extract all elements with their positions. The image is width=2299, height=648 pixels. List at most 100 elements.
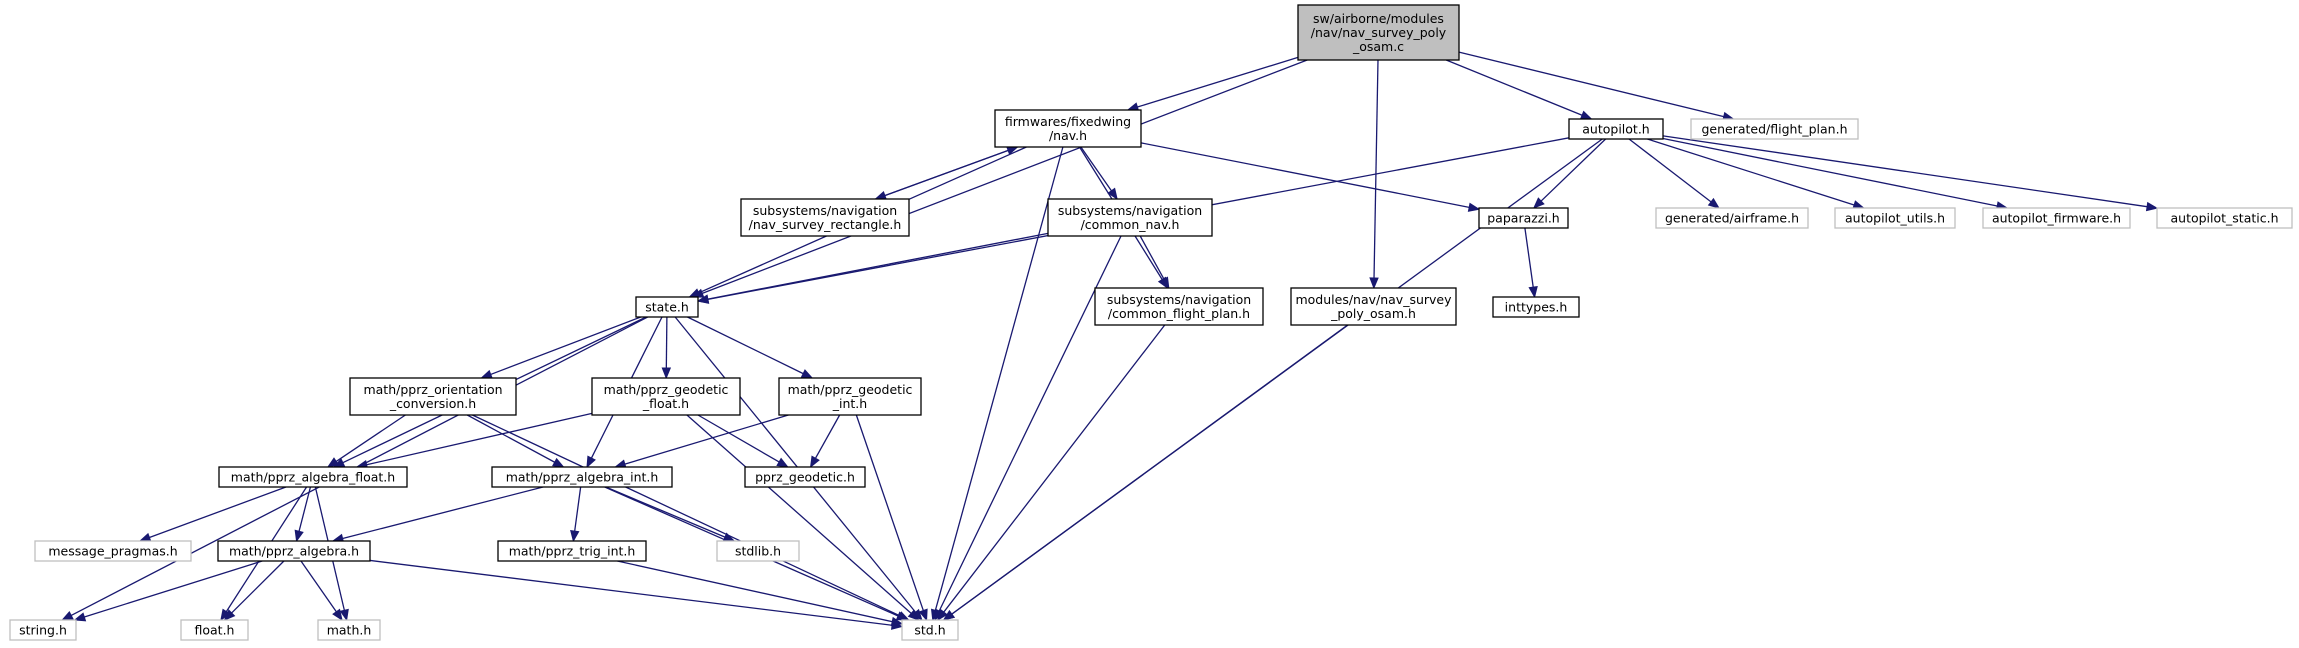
node-box	[1690, 118, 1859, 140]
node-label: math/pprz_geodetic	[604, 382, 729, 397]
edge-arrowhead	[586, 455, 596, 469]
edge-arrowhead	[220, 608, 231, 622]
edge-line	[687, 316, 804, 375]
edge-line	[231, 560, 285, 614]
node-box	[994, 109, 1142, 148]
node-root[interactable]: sw/airborne/modules/nav/nav_survey_poly_…	[1297, 4, 1460, 61]
node-orient[interactable]: math/pprz_orientation_conversion.h	[349, 377, 517, 416]
node-common_fp[interactable]: subsystems/navigation/common_flight_plan…	[1094, 287, 1264, 326]
node-stdlib: stdlib.h	[716, 540, 800, 562]
edge-alg_int-to-trig_int	[570, 486, 582, 543]
edge-arrowhead	[73, 612, 87, 622]
edge-orient-to-std	[472, 414, 910, 621]
node-mod_osam[interactable]: modules/nav/nav_survey_poly_osam.h	[1290, 287, 1457, 326]
edge-trig_int-to-std	[617, 560, 904, 627]
node-trig_int[interactable]: math/pprz_trig_int.h	[497, 540, 647, 562]
node-box	[716, 540, 800, 562]
edge-line	[369, 559, 893, 626]
node-box	[1478, 207, 1569, 229]
edge-root-to-fw_nav	[1126, 56, 1299, 112]
node-box	[1834, 207, 1956, 229]
edge-arrowhead	[480, 369, 493, 379]
node-nav_rect[interactable]: subsystems/navigation/nav_survey_rectang…	[740, 198, 910, 237]
node-ap_static: autopilot_static.h	[2156, 207, 2293, 229]
edge-line	[943, 324, 1166, 613]
edge-line	[298, 486, 312, 532]
node-geo_float[interactable]: math/pprz_geodetic_float.h	[591, 377, 741, 416]
node-box	[317, 619, 381, 641]
node-autopilot[interactable]: autopilot.h	[1568, 118, 1664, 140]
node-box	[778, 377, 922, 416]
node-gen_fp: generated/flight_plan.h	[1690, 118, 1859, 140]
node-box	[635, 296, 699, 318]
edge-line	[855, 414, 924, 611]
edge-line	[1647, 138, 1855, 206]
edge-arrowhead	[1159, 276, 1170, 290]
node-label: autopilot.h	[1582, 122, 1649, 137]
edge-algebra-to-string	[73, 560, 263, 622]
edge-arrowhead	[661, 367, 672, 380]
edge-mod_osam-to-std	[942, 324, 1349, 621]
node-geodetic[interactable]: pprz_geodetic.h	[744, 466, 866, 488]
node-paparazzi[interactable]: paparazzi.h	[1478, 207, 1569, 229]
edge-line	[938, 235, 1122, 612]
edge-geo_int-to-std	[855, 414, 928, 622]
edge-line	[1139, 235, 1165, 280]
edge-arrowhead	[332, 608, 343, 622]
edge-line	[574, 486, 582, 532]
node-geo_int[interactable]: math/pprz_geodetic_int.h	[778, 377, 922, 416]
edge-line	[605, 486, 726, 538]
edge-common_nav-to-common_fp	[1139, 235, 1170, 290]
edge-arrowhead	[1707, 197, 1721, 209]
edge-arrowhead	[1532, 197, 1545, 209]
edge-line	[875, 149, 1009, 200]
node-label: _osam.c	[1352, 39, 1404, 54]
edge-arrowhead	[223, 609, 236, 621]
node-label: /common_nav.h	[1081, 217, 1180, 232]
edge-line	[617, 560, 893, 623]
node-state[interactable]: state.h	[635, 296, 699, 318]
node-algebra[interactable]: math/pprz_algebra.h	[217, 540, 371, 562]
node-common_nav[interactable]: subsystems/navigation/common_nav.h	[1047, 198, 1213, 237]
edge-line	[624, 414, 789, 465]
edge-root-to-autopilot	[1445, 59, 1593, 120]
edge-line	[707, 232, 1049, 300]
node-box	[180, 619, 249, 641]
node-label: generated/airframe.h	[1665, 211, 1799, 226]
node-box	[497, 540, 647, 562]
edge-arrowhead	[326, 457, 340, 468]
edge-arrowhead	[688, 288, 701, 298]
edge-arrowhead	[776, 457, 789, 468]
node-alg_int[interactable]: math/pprz_algebra_int.h	[491, 466, 673, 488]
node-label: stdlib.h	[735, 544, 781, 559]
edge-line	[1540, 138, 1607, 202]
node-alg_float[interactable]: math/pprz_algebra_float.h	[218, 466, 408, 488]
edge-arrowhead	[800, 369, 814, 379]
edge-geo_int-to-alg_int	[614, 414, 789, 469]
edge-line	[335, 414, 406, 462]
node-label: _poly_osam.h	[1330, 306, 1416, 321]
edge-line	[1373, 59, 1379, 279]
node-fw_nav[interactable]: firmwares/fixedwing/nav.h	[994, 109, 1142, 148]
node-label: subsystems/navigation	[1107, 292, 1251, 307]
node-label: sw/airborne/modules	[1313, 11, 1444, 26]
node-std: std.h	[901, 619, 959, 641]
edge-line	[300, 560, 337, 613]
edge-line	[1080, 146, 1112, 192]
edge-arrowhead	[1528, 285, 1538, 299]
edge-arrowhead	[552, 457, 565, 468]
node-box	[901, 619, 959, 641]
edge-fw_nav-to-std	[930, 146, 1064, 622]
node-label: paparazzi.h	[1487, 211, 1559, 226]
edge-autopilot-to-ap_static	[1662, 135, 2159, 212]
edge-line	[1137, 56, 1299, 108]
edge-line	[466, 414, 556, 463]
edge-arrowhead	[809, 455, 820, 469]
edge-arrowhead	[1107, 187, 1118, 201]
node-ap_firmware: autopilot_firmware.h	[1982, 207, 2131, 229]
node-box	[217, 540, 371, 562]
node-label: /nav/nav_survey_poly	[1311, 25, 1447, 40]
edge-state-to-geo_float	[661, 316, 672, 380]
node-inttypes[interactable]: inttypes.h	[1492, 296, 1580, 318]
edge-algebra-to-math	[300, 560, 343, 622]
